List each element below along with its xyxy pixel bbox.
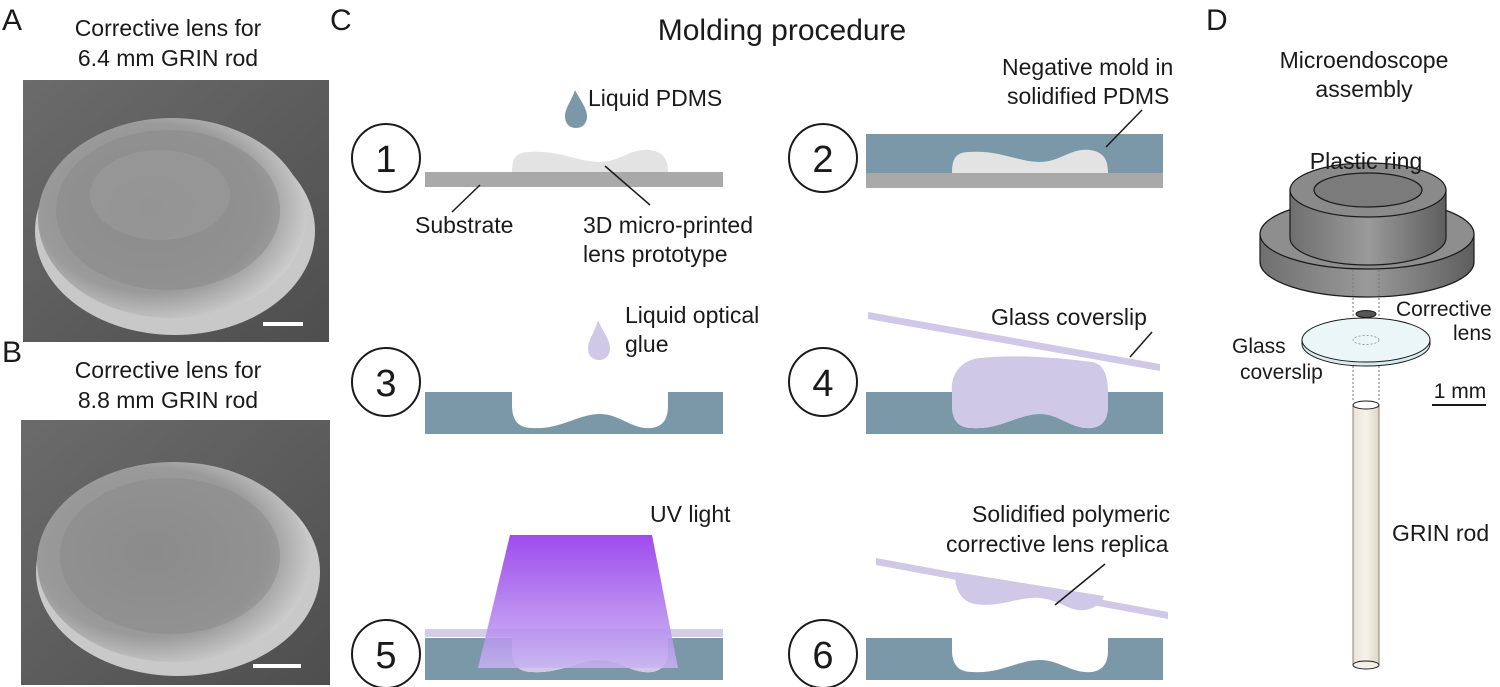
step-1-proto-label-2: lens prototype (583, 241, 727, 267)
panel-a-letter: A (2, 4, 22, 37)
step-1: 1 Liquid PDMS Substrate 3D micro-printed… (351, 85, 753, 267)
step-2-number: 2 (812, 139, 833, 181)
panel-b-caption-line1: Corrective lens for (75, 357, 262, 383)
step-6-number: 6 (812, 635, 833, 677)
panel-b-caption-line2: 8.8 mm GRIN rod (78, 387, 258, 413)
step-1-proto-label-1: 3D micro-printed (583, 212, 753, 238)
step-3-number: 3 (375, 363, 396, 405)
panel-a-caption-line2: 6.4 mm GRIN rod (78, 45, 258, 71)
lens-label-2: lens (1453, 322, 1492, 345)
scale-label: 1 mm (1434, 380, 1487, 403)
step-5: 5 UV light (351, 501, 731, 687)
corrective-lens-icon (1355, 310, 1377, 318)
mold-pointer (1105, 109, 1143, 148)
step-5-circle (351, 619, 421, 687)
step-6-replica-label-1: Solidified polymeric (972, 501, 1170, 527)
pdms-mold-4 (866, 392, 1163, 434)
step-3-glue-label-2: glue (625, 331, 668, 357)
step-4-circle (788, 347, 858, 417)
prototype-pointer (604, 165, 651, 206)
step-1-circle (351, 123, 421, 193)
coverslip-lens-outline (1352, 335, 1380, 345)
step-4-number: 4 (812, 363, 833, 405)
panel-a-caption-line1: Corrective lens for (75, 15, 262, 41)
step-2-mold-label-2: solidified PDMS (1007, 83, 1169, 109)
substrate-pointer (451, 184, 481, 213)
step-6: 6 Solidified polymeric corrective lens r… (788, 501, 1170, 687)
panel-b-letter: B (2, 336, 22, 369)
step-5-number: 5 (375, 635, 396, 677)
scale-bar-b (253, 664, 301, 668)
panel-d-letter: D (1206, 4, 1228, 37)
lens-label-1: Corrective (1396, 298, 1492, 321)
step-4: 4 Glass coverslip (788, 304, 1163, 434)
step-1-number: 1 (375, 139, 396, 181)
coverslip-4 (868, 312, 1160, 371)
replica-pointer (1054, 563, 1106, 606)
substrate (425, 172, 723, 187)
pdms-mold-3 (425, 392, 723, 434)
step-5-uv-label: UV light (650, 501, 731, 527)
glue-drop (588, 320, 610, 360)
ring-hole (1313, 172, 1423, 208)
panel-d-title-2: assembly (1315, 76, 1413, 102)
sem-image-a (23, 80, 329, 342)
grin-rod-body (1352, 404, 1380, 666)
step-2-mold-label-1: Negative mold in (1002, 54, 1173, 80)
mold-cavity (952, 149, 1108, 173)
step-1-drop-label: Liquid PDMS (588, 85, 722, 111)
microendoscope-assembly: Plastic ring Corrective lens Glass cover… (1232, 148, 1492, 670)
sem-image-b (21, 420, 330, 685)
step-3-glue-label-1: Liquid optical (625, 302, 759, 328)
ring-label: Plastic ring (1310, 148, 1422, 174)
pdms-drop (565, 90, 587, 128)
step-3-circle (351, 347, 421, 417)
step-2-circle (788, 123, 858, 193)
scale-bar-a (263, 322, 303, 326)
panel-d-title-1: Microendoscope (1280, 47, 1449, 73)
panel-c-title: Molding procedure (658, 14, 906, 47)
step-2: 2 Negative mold in solidified PDMS (788, 54, 1173, 193)
cover-label-1: Glass (1232, 335, 1286, 358)
coverslip-pointer (1129, 331, 1153, 358)
lens-replica (955, 572, 1104, 611)
coverslip-disc-top (1301, 317, 1431, 363)
grin-rod-top (1352, 400, 1380, 410)
step-4-coverslip-label: Glass coverslip (991, 304, 1147, 330)
step-1-substrate-label: Substrate (415, 212, 513, 238)
grin-rod-bottom (1352, 660, 1380, 670)
cover-label-2: coverslip (1240, 361, 1323, 384)
pdms-mold-6 (866, 638, 1163, 680)
lens-prototype (512, 149, 668, 172)
uv-light-beam (478, 535, 678, 668)
glue-fill (951, 356, 1108, 429)
panel-c-letter: C (330, 4, 352, 37)
rod-label: GRIN rod (1392, 520, 1489, 546)
substrate-2 (866, 173, 1163, 188)
step-3: 3 Liquid optical glue (351, 302, 759, 434)
step-6-replica-label-2: corrective lens replica (946, 531, 1169, 557)
step-6-circle (788, 619, 858, 687)
